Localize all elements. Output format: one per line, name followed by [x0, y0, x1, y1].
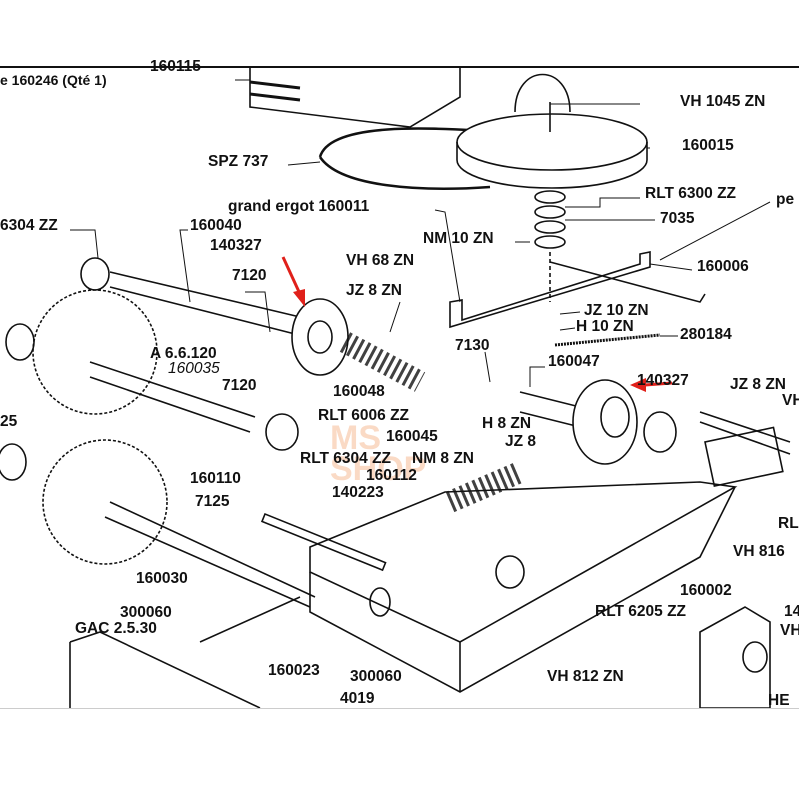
part-label: 14 [784, 603, 799, 620]
part-label: VH 68 ZN [346, 252, 415, 269]
leader-lines [70, 79, 771, 387]
part-label: JZ 8 [505, 433, 537, 450]
part-label: RL [778, 515, 799, 532]
part-label: 300060 [120, 604, 172, 621]
part-label: 25 [0, 413, 18, 430]
part-label: 7125 [195, 493, 230, 510]
part-label: 280184 [680, 326, 732, 343]
spring-left [339, 332, 426, 392]
red-arrow-right [630, 378, 673, 392]
part-label: VH 1045 ZN [680, 93, 766, 110]
part-label: 140327 [210, 237, 262, 254]
parts-drawing [0, 68, 791, 708]
part-label: VH [782, 392, 799, 409]
part-label: 7035 [660, 210, 695, 227]
part-label: JZ 8 ZN [730, 376, 786, 393]
part-label: H 8 ZN [482, 415, 532, 432]
part-label: VH 812 ZN [547, 668, 624, 685]
part-label: RLT 6304 ZZ [300, 450, 392, 467]
part-label: 160047 [548, 353, 600, 370]
part-label: 160040 [190, 217, 242, 234]
bracket-bottom-right [699, 606, 771, 708]
pulley-right [519, 379, 791, 465]
part-label: pe [776, 191, 795, 208]
shaft-160035 [89, 361, 256, 433]
housing-box-top [249, 68, 461, 128]
part-label: 160112 [366, 467, 417, 484]
part-label: VH [780, 622, 799, 639]
part-label: 160035 [168, 360, 220, 377]
part-label: 160110 [190, 470, 241, 487]
part-label: A 6.6.120 [150, 345, 217, 362]
gear-lower [42, 439, 168, 565]
part-label: 6304 ZZ [0, 217, 58, 234]
pulley-160015 [456, 73, 648, 189]
part-label: JZ 8 ZN [346, 282, 402, 299]
part-label: JZ 10 ZN [584, 302, 649, 319]
part-label: GAC 2.5.30 [75, 620, 157, 637]
part-label: 300060 [350, 668, 402, 685]
part-label: RLT 6006 ZZ [318, 407, 410, 424]
part-label: 7120 [232, 267, 267, 284]
part-label: grand ergot 160011 [228, 198, 370, 215]
part-label: NM 8 ZN [412, 450, 474, 467]
part-label: NM 10 ZN [423, 230, 494, 247]
part-label: RLT 6300 ZZ [645, 185, 737, 202]
shaft-160040 [80, 257, 349, 376]
part-label: 160023 [268, 662, 320, 679]
gear-upper [32, 289, 158, 415]
part-label: VH 816 [733, 543, 785, 560]
spring-280184 [554, 333, 661, 347]
part-label: 160115 [150, 58, 201, 75]
part-label: 160006 [697, 258, 749, 275]
part-label: 160048 [333, 383, 385, 400]
part-label: RLT 6205 ZZ [595, 603, 687, 620]
bracket-160006 [449, 251, 706, 329]
spring-140223 [445, 461, 525, 513]
part-label: 160015 [682, 137, 734, 154]
part-label: HE [768, 692, 790, 709]
part-label: 160002 [680, 582, 732, 599]
shaft-160030 [104, 501, 316, 608]
part-label: H 10 ZN [576, 318, 634, 335]
part-label: 160030 [136, 570, 188, 587]
part-label: SPZ 737 [208, 153, 269, 170]
frame-160002 [309, 426, 784, 693]
bearing-stack [534, 190, 566, 302]
part-label: 4019 [340, 690, 375, 707]
watermark-line1: MS [330, 419, 381, 457]
watermark-line2: SHOP [330, 449, 427, 488]
part-label: 160045 [386, 428, 438, 445]
part-label: 140223 [332, 484, 384, 501]
part-label: 7120 [222, 377, 257, 394]
bottom-plate [69, 596, 301, 708]
part-label: 140327 [637, 372, 689, 389]
caption: e 160246 (Qté 1) [0, 72, 107, 88]
red-arrow-left [281, 256, 305, 307]
part-label: 7130 [455, 337, 490, 354]
